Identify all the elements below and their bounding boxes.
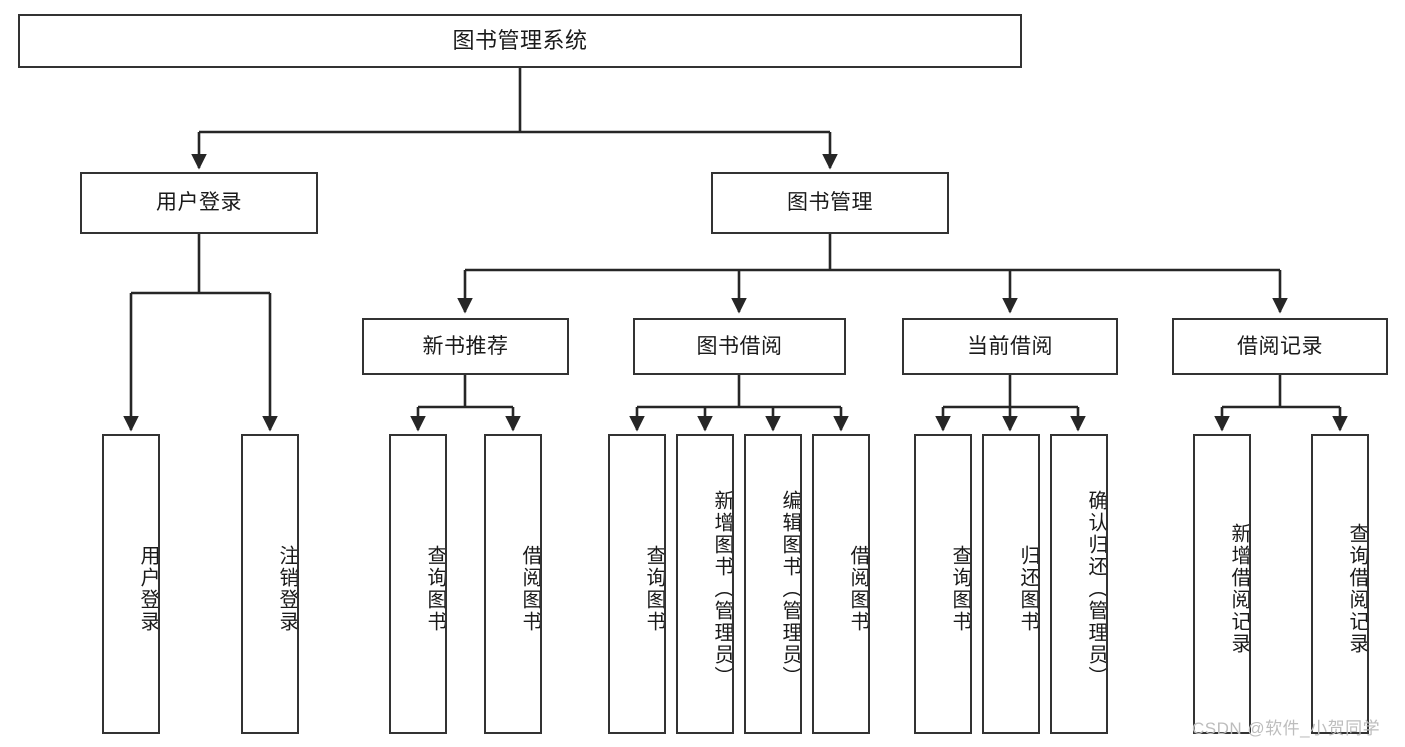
node-leaf-confirm-return-label: 确认归还（管理员） — [1085, 490, 1107, 688]
node-current-borrow-label: 当前借阅 — [967, 334, 1053, 358]
node-leaf-add-book[interactable]: 新增图书（管理员） — [676, 434, 734, 734]
node-borrow-record-label: 借阅记录 — [1237, 334, 1323, 358]
node-leaf-logout-login-label: 注销登录 — [276, 545, 298, 633]
node-leaf-borrow-book-2-label: 借阅图书 — [847, 545, 869, 633]
node-leaf-add-record[interactable]: 新增借阅记录 — [1193, 434, 1251, 734]
node-leaf-return-book[interactable]: 归还图书 — [982, 434, 1040, 734]
node-leaf-borrow-book-1[interactable]: 借阅图书 — [484, 434, 542, 734]
node-leaf-query-book-3[interactable]: 查询图书 — [914, 434, 972, 734]
node-leaf-add-book-label: 新增图书（管理员） — [711, 490, 733, 688]
node-leaf-query-book-1-label: 查询图书 — [424, 545, 446, 633]
node-user-login[interactable]: 用户登录 — [80, 172, 318, 234]
node-leaf-user-login[interactable]: 用户登录 — [102, 434, 160, 734]
node-leaf-confirm-return[interactable]: 确认归还（管理员） — [1050, 434, 1108, 734]
node-new-book-recommend-label: 新书推荐 — [422, 334, 509, 358]
node-current-borrow[interactable]: 当前借阅 — [902, 318, 1118, 375]
node-borrow-record[interactable]: 借阅记录 — [1172, 318, 1388, 375]
node-root[interactable]: 图书管理系统 — [18, 14, 1022, 68]
node-book-borrow[interactable]: 图书借阅 — [633, 318, 846, 375]
node-root-label: 图书管理系统 — [452, 27, 588, 53]
node-leaf-query-book-3-label: 查询图书 — [949, 545, 971, 633]
node-leaf-query-book-1[interactable]: 查询图书 — [389, 434, 447, 734]
node-book-manage[interactable]: 图书管理 — [711, 172, 949, 234]
node-leaf-query-book-2[interactable]: 查询图书 — [608, 434, 666, 734]
node-leaf-return-book-label: 归还图书 — [1017, 545, 1039, 633]
node-leaf-borrow-book-1-label: 借阅图书 — [519, 545, 541, 633]
node-leaf-edit-book-label: 编辑图书（管理员） — [779, 490, 801, 688]
node-leaf-query-book-2-label: 查询图书 — [643, 545, 665, 633]
node-leaf-user-login-label: 用户登录 — [137, 545, 159, 633]
node-leaf-logout-login[interactable]: 注销登录 — [241, 434, 299, 734]
node-leaf-add-record-label: 新增借阅记录 — [1228, 523, 1250, 655]
node-book-borrow-label: 图书借阅 — [696, 334, 783, 358]
node-new-book-recommend[interactable]: 新书推荐 — [362, 318, 569, 375]
node-user-login-label: 用户登录 — [156, 191, 242, 215]
node-leaf-borrow-book-2[interactable]: 借阅图书 — [812, 434, 870, 734]
node-leaf-query-record[interactable]: 查询借阅记录 — [1311, 434, 1369, 734]
csdn-watermark: CSDN @软件_小贺同学 — [1192, 719, 1381, 738]
node-leaf-query-record-label: 查询借阅记录 — [1346, 523, 1368, 655]
node-book-manage-label: 图书管理 — [787, 191, 873, 215]
node-leaf-edit-book[interactable]: 编辑图书（管理员） — [744, 434, 802, 734]
